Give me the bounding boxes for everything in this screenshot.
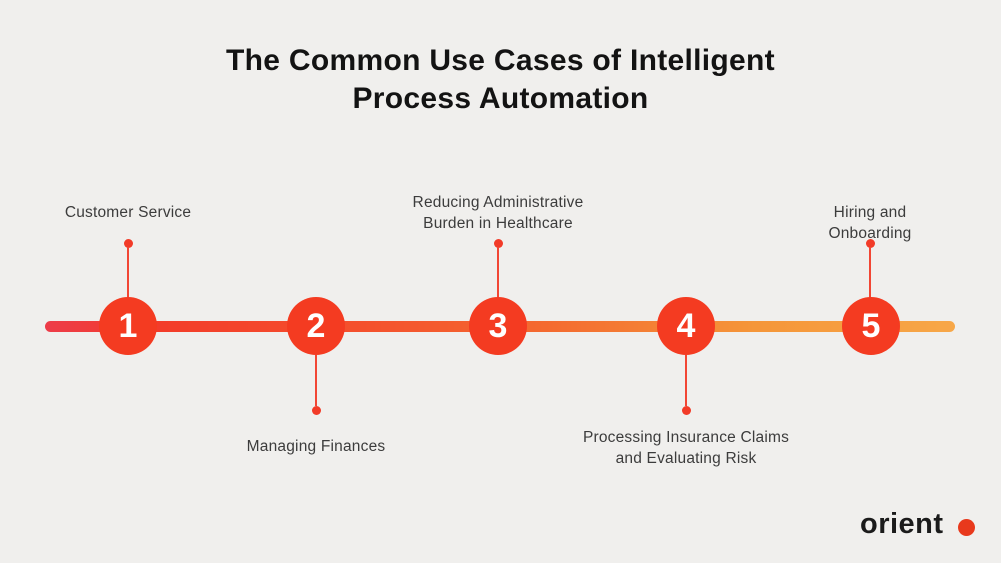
infographic-title: The Common Use Cases of Intelligent Proc… (226, 44, 775, 115)
brand-logo: orient (860, 507, 985, 552)
step-label-5: Hiring and Onboarding (828, 204, 912, 242)
step-circle-3: 3 (469, 297, 527, 355)
connector-dot-1 (124, 239, 133, 248)
connector-line-1 (127, 247, 129, 298)
connector-line-5 (869, 247, 871, 298)
step-circle-5: 5 (842, 297, 900, 355)
step-label-3: Reducing Administrative Burden in Health… (412, 194, 584, 232)
step-number-3: 3 (488, 306, 508, 345)
logo-dot-icon (958, 519, 975, 536)
connector-line-4 (685, 355, 687, 406)
step-circle-2: 2 (287, 297, 345, 355)
step-label-4: Processing Insurance Claims and Evaluati… (582, 429, 790, 467)
connector-dot-2 (312, 406, 321, 415)
logo-text: orient (860, 508, 944, 540)
step-circle-1: 1 (99, 297, 157, 355)
connector-line-3 (497, 247, 499, 298)
connector-dot-5 (866, 239, 875, 248)
step-number-4: 4 (676, 306, 696, 345)
step-label-1: Customer Service (64, 204, 192, 221)
step-label-2: Managing Finances (246, 438, 386, 455)
step-number-5: 5 (861, 306, 881, 345)
connector-line-2 (315, 355, 317, 406)
step-number-2: 2 (306, 306, 326, 345)
step-number-1: 1 (118, 306, 138, 345)
connector-dot-4 (682, 406, 691, 415)
step-circle-4: 4 (657, 297, 715, 355)
connector-dot-3 (494, 239, 503, 248)
